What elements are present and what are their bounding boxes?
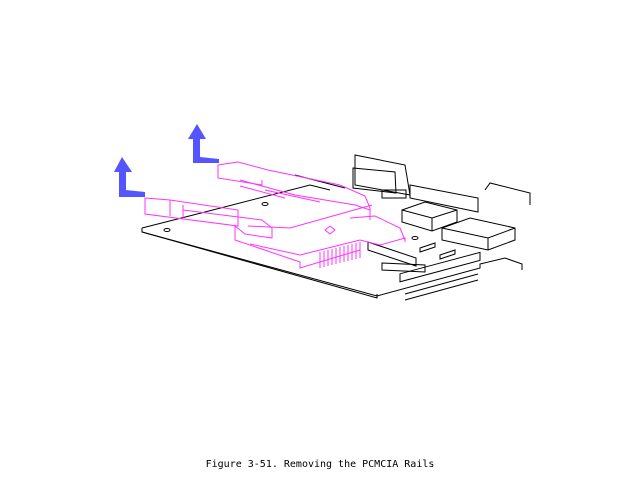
up-arrow-icon [188,124,219,163]
pcmcia-rails [144,161,406,269]
up-arrow-icon [114,157,145,197]
connector-serial [352,154,411,199]
connector-pins [319,242,361,268]
lift-arrow-left [114,157,145,197]
chip-1 [401,201,458,232]
chip-2 [441,217,516,251]
lift-arrow-right [188,124,219,163]
figure-caption: Figure 3-51. Removing the PCMCIA Rails [205,459,435,470]
system-board [141,154,531,301]
